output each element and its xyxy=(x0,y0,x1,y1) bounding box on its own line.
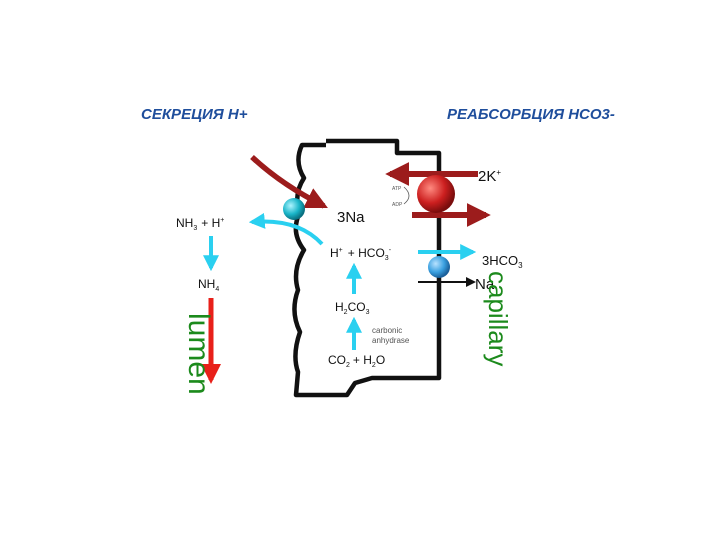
na3-label: 3Na xyxy=(337,209,365,226)
atp-adp-arc xyxy=(403,186,410,205)
reabsorption-heading: РЕАБСОРБЦИЯ НСО3- xyxy=(447,106,615,123)
na-entry-arrow xyxy=(250,154,328,209)
h2co3-label: H2CO3 xyxy=(335,300,370,316)
na-h-exchanger-ball xyxy=(283,198,305,220)
co2-h2o-label: CO2+ H2O xyxy=(328,353,385,369)
h-secretion-arrow xyxy=(248,212,324,246)
adp-label: ADP xyxy=(392,202,403,208)
h-hco3-label: H++ HCO3- xyxy=(330,246,392,262)
na-hco3-cotransporter-ball xyxy=(428,256,450,278)
nh3-label: NH3+ H+ xyxy=(176,216,224,232)
secretion-heading: СЕКРЕЦИЯ Н+ xyxy=(141,106,248,123)
na-k-pump-ball xyxy=(417,175,455,213)
anhydrase-label: anhydrase xyxy=(372,336,410,345)
na-label: Na xyxy=(475,276,495,293)
lumen-label: lumen xyxy=(182,313,215,395)
atp-label: ATP xyxy=(392,186,402,192)
capillary-label: capillary xyxy=(483,271,513,366)
nh4-label: NH4 xyxy=(198,277,219,293)
hco3-3-label: 3HCO3 xyxy=(482,253,523,270)
carbonic-label: carbonic xyxy=(372,326,402,335)
cell-membrane xyxy=(292,138,442,398)
k-label: 2K+ xyxy=(478,168,501,185)
